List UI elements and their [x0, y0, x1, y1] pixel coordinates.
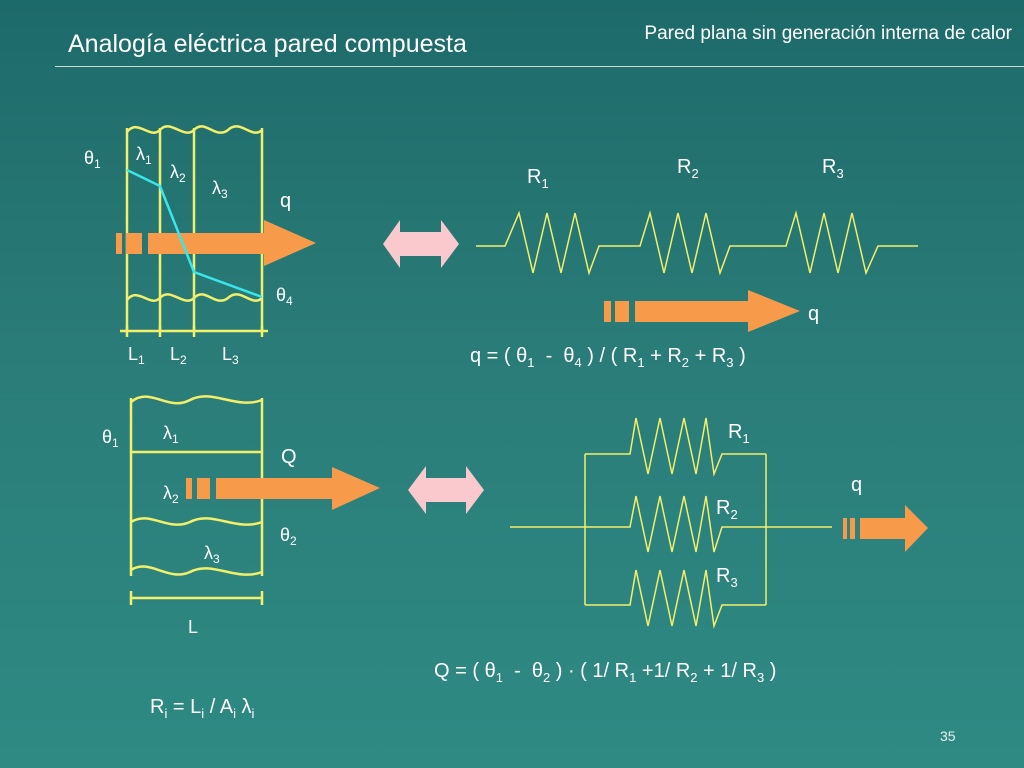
series-circuit-flux-arrow	[604, 290, 800, 332]
parallel-wall	[129, 395, 264, 605]
parallel-equation: Q = ( θ1 - θ2 ) · ( 1/ R1 +1/ R2 + 1/ R3…	[434, 660, 776, 685]
flux-dash-2	[126, 233, 142, 254]
series-flux-arrow	[116, 220, 316, 266]
flux-dash-2	[615, 301, 629, 322]
wall-break-bottom	[130, 565, 263, 576]
slide-subtitle: Pared plana sin generación interna de ca…	[644, 23, 1012, 44]
series-resistor-chain	[476, 210, 918, 276]
flux-dash-2	[850, 518, 855, 539]
length-2-label: L2	[170, 344, 187, 367]
wall-break-top	[130, 395, 263, 405]
flux-dash-1	[604, 301, 611, 322]
parallel-lambda-2-label: λ2	[163, 483, 179, 506]
parallel-resistor-r2	[585, 495, 766, 553]
series-r1-label: R1	[527, 166, 549, 191]
flux-dash-2	[197, 478, 210, 499]
lambda-3-label: λ3	[212, 178, 228, 201]
flux-dash-1	[186, 478, 192, 499]
equivalence-arrow-top	[383, 220, 459, 268]
parallel-theta-in-label: θ1	[102, 427, 119, 450]
lambda-1-label: λ1	[136, 144, 152, 167]
lambda-2-label: λ2	[170, 162, 186, 185]
series-equation: q = ( θ1 - θ4 ) / ( R1 + R2 + R3 )	[470, 345, 746, 370]
length-1-label: L1	[128, 344, 145, 367]
parallel-circuit-flux-arrow	[843, 505, 928, 552]
series-wall	[120, 125, 268, 337]
flux-arrow-body	[860, 505, 928, 552]
flux-dash-1	[116, 233, 122, 254]
title-rule	[55, 66, 1024, 67]
theta-out-label: θ4	[276, 285, 293, 308]
theta-in-label: θ1	[84, 148, 101, 171]
parallel-resistor-r1	[585, 417, 766, 477]
wall-break-top	[126, 125, 263, 134]
parallel-circuit-flux-label: q	[851, 474, 862, 496]
equivalence-arrow-bottom	[408, 466, 484, 514]
slide-title: Analogía eléctrica pared compuesta	[68, 30, 467, 58]
parallel-resistor-r3	[585, 569, 766, 629]
length-3-label: L3	[222, 344, 239, 367]
series-r3-label: R3	[822, 156, 844, 181]
parallel-length-label: L	[188, 617, 198, 637]
parallel-theta-out-label: θ2	[280, 525, 297, 548]
wall-break-bottom	[126, 293, 263, 302]
parallel-r1-label: R1	[728, 421, 750, 446]
temperature-profile-line	[126, 168, 263, 299]
parallel-circuit	[510, 417, 832, 629]
flux-arrow-body	[216, 467, 380, 510]
series-r2-label: R2	[677, 156, 699, 181]
layer-divider-2	[130, 517, 263, 526]
parallel-r2-label: R2	[716, 497, 738, 522]
flux-arrow-body	[635, 290, 800, 332]
series-circuit-flux-label: q	[808, 303, 819, 325]
parallel-r3-label: R3	[716, 565, 738, 590]
parallel-lambda-3-label: λ3	[204, 543, 220, 566]
parallel-flux-label: Q	[281, 446, 297, 468]
parallel-lambda-1-label: λ1	[163, 423, 179, 446]
series-flux-label: q	[280, 190, 291, 212]
resistance-formula: Ri = Li / Ai λi	[150, 696, 255, 721]
flux-dash-1	[843, 518, 847, 539]
page-number: 35	[940, 728, 956, 744]
flux-arrow-body	[148, 220, 316, 266]
parallel-flux-arrow	[186, 467, 380, 510]
